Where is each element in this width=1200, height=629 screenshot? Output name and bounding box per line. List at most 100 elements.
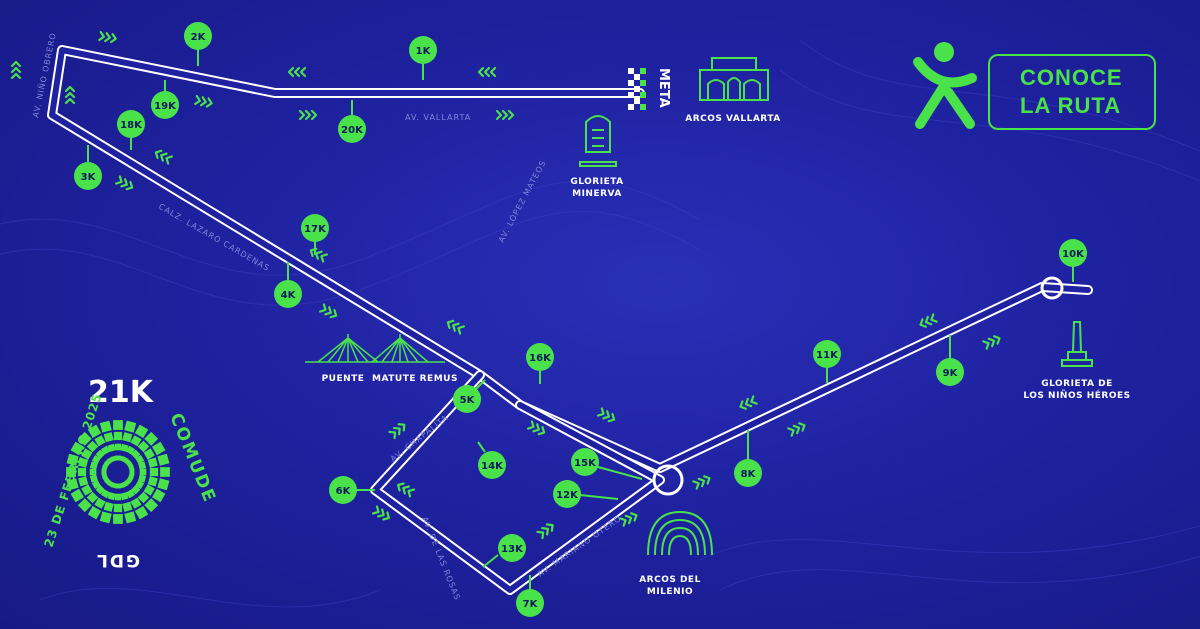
emblem-block <box>134 424 149 438</box>
km-markers: 1K 2K 3K 4K 5K 6K 7K 8K 9K 10K 11K 12K 1… <box>74 22 1087 617</box>
landmark-label: ARCOS VALLARTA <box>685 114 780 124</box>
km-marker-18k: 18K <box>117 110 145 150</box>
minerva-statue-icon <box>579 115 617 167</box>
emblem-block <box>91 454 101 465</box>
emblem-block <box>120 492 129 501</box>
km-marker-11k: 11K <box>813 340 841 383</box>
svg-text:14K: 14K <box>481 461 504 472</box>
emblem-block <box>77 431 92 446</box>
emblem-block <box>135 479 145 490</box>
emblem-block <box>70 488 84 503</box>
landmark-label-line2: MINERVA <box>572 189 622 199</box>
emblem-block <box>129 469 135 475</box>
km-marker-14k: 14K <box>477 441 506 479</box>
svg-text:5K: 5K <box>460 395 476 406</box>
street-de-las-rosas: AV. DE LAS ROSAS <box>420 515 462 601</box>
km-marker-8k: 8K <box>734 430 762 487</box>
svg-text:8K: 8K <box>741 469 757 480</box>
emblem-block <box>130 497 142 509</box>
km-marker-1k: 1K <box>409 36 437 80</box>
svg-text:11K: 11K <box>816 350 839 361</box>
svg-text:7K: 7K <box>523 599 539 610</box>
emblem-block <box>113 431 123 441</box>
emblem-block <box>100 489 111 499</box>
runner-x-icon <box>913 42 977 129</box>
km-marker-16k: 16K <box>526 343 554 384</box>
emblem-block <box>78 476 89 487</box>
emblem-block <box>86 440 99 453</box>
emblem-block <box>144 431 159 446</box>
emblem-block <box>125 445 136 455</box>
emblem-block <box>152 441 166 456</box>
emblem-block <box>137 440 150 453</box>
emblem-block <box>122 432 133 443</box>
emblem-block <box>66 478 79 491</box>
emblem-block <box>147 476 158 487</box>
svg-text:15K: 15K <box>574 458 597 469</box>
emblem-block <box>157 478 170 491</box>
emblem-block <box>87 424 102 438</box>
emblem-block <box>86 491 99 504</box>
emblem-block <box>103 432 114 443</box>
km-marker-13k: 13K <box>482 534 526 568</box>
emblem-block <box>113 514 123 524</box>
svg-text:3K: 3K <box>81 172 97 183</box>
landmark-label-line1: GLORIETA DE <box>1041 379 1113 389</box>
emblem-block <box>103 501 114 512</box>
emblem-block <box>91 479 101 490</box>
landmark-label-b: MATUTE REMUS <box>372 374 458 384</box>
contour-lines <box>0 39 1200 608</box>
emblem-block <box>131 485 141 495</box>
landmark-arcos-del-milenio: ARCOS DEL MILENIO <box>639 510 713 597</box>
emblem-block <box>139 468 147 476</box>
conoce-la-ruta-banner: CONOCE LA RUTA <box>988 54 1156 130</box>
km-marker-5k: 5K <box>453 379 486 413</box>
finish-label: META <box>656 68 671 108</box>
landmark-glorieta-ninos-heroes: GLORIETA DE LOS NIÑOS HÉROES <box>1023 321 1130 401</box>
emblem-block <box>144 498 159 513</box>
svg-text:19K: 19K <box>154 101 177 112</box>
emblem-block <box>143 448 155 460</box>
svg-text:18K: 18K <box>120 120 143 131</box>
km-marker-17k: 17K <box>301 214 329 255</box>
svg-text:13K: 13K <box>501 544 524 555</box>
emblem-block <box>138 461 147 470</box>
svg-text:1K: 1K <box>416 46 432 57</box>
km-marker-2k: 2K <box>184 22 212 66</box>
svg-text:12K: 12K <box>556 490 579 501</box>
landmark-label-line2: MILENIO <box>647 587 693 597</box>
event-city: GDL <box>95 550 140 570</box>
emblem-block <box>94 435 106 447</box>
landmark-puente-matute-remus: PUENTE MATUTE REMUS <box>305 334 458 384</box>
emblem-block <box>66 453 79 466</box>
sunburst-emblem-icon <box>66 420 170 524</box>
banner-title-line2: LA RUTA <box>1020 93 1122 118</box>
km-marker-19k: 19K <box>151 80 179 119</box>
street-lopez-mateos: AV. LÓPEZ MATEOS <box>495 158 548 244</box>
arch-icon <box>647 510 713 556</box>
km-marker-3k: 3K <box>74 145 102 190</box>
emblem-block <box>120 443 129 452</box>
emblem-block <box>66 467 76 477</box>
emblem-block <box>114 493 122 501</box>
emblem-block <box>107 443 116 452</box>
emblem-block <box>81 484 93 496</box>
route-path <box>47 45 1093 595</box>
finish-line: META <box>628 68 671 110</box>
emblem-block <box>99 420 112 433</box>
emblem-block <box>77 467 87 477</box>
event-logo-text: 21K <box>88 375 155 410</box>
emblem-block <box>138 474 147 483</box>
emblem-block <box>135 454 145 465</box>
emblem-block <box>122 501 133 512</box>
event-organizer: COMUDE <box>165 410 219 506</box>
event-logo: 21K COMUDE GDL 23 DE FEBRERO 2025 <box>42 375 220 570</box>
emblem-block <box>114 443 122 451</box>
emblem-block <box>147 457 158 468</box>
emblem-block <box>81 448 93 460</box>
emblem-block <box>130 435 142 447</box>
emblem-block <box>113 420 123 430</box>
landmark-label-line2: LOS NIÑOS HÉROES <box>1023 389 1130 401</box>
svg-text:4K: 4K <box>281 290 297 301</box>
